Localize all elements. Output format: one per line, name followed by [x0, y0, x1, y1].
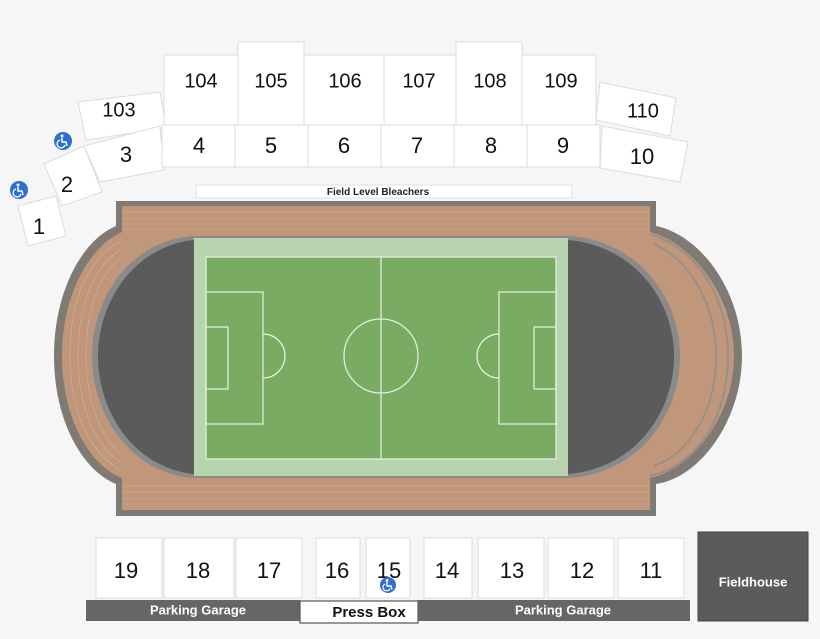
section-13[interactable]: 13	[477, 537, 545, 599]
section-8[interactable]: 8	[453, 124, 528, 168]
section-107-label: 107	[402, 70, 435, 92]
section-5[interactable]: 5	[234, 124, 309, 168]
press-box-label: Press Box	[332, 604, 406, 621]
section-110[interactable]: 110	[595, 81, 677, 137]
section-3[interactable]: 3	[83, 125, 165, 183]
parking-garage-left[interactable]: Parking Garage	[86, 600, 300, 621]
section-10-label: 10	[630, 144, 654, 169]
press-box[interactable]: Press Box	[299, 600, 419, 624]
section-11[interactable]: 11	[617, 537, 685, 599]
lower-north-tier: 1 2 3 4 5 6 7 8	[17, 124, 689, 247]
section-108-label: 108	[473, 70, 506, 92]
field-level-bleachers-label: Field Level Bleachers	[327, 187, 430, 198]
section-2-label: 2	[61, 172, 73, 197]
section-3-label: 3	[120, 142, 132, 167]
section-7-label: 7	[411, 133, 423, 158]
track-and-field	[54, 201, 742, 516]
wheelchair-icon	[10, 181, 28, 199]
wheelchair-icon	[380, 577, 396, 593]
parking-garage-right[interactable]: Parking Garage	[418, 600, 690, 621]
section-8-label: 8	[485, 133, 497, 158]
upper-tier: 103 104 105 106 107 108 109 110	[77, 41, 677, 141]
section-13-label: 13	[500, 558, 524, 583]
section-6[interactable]: 6	[307, 124, 382, 168]
section-106[interactable]: 106	[303, 54, 385, 126]
section-16-label: 16	[325, 558, 349, 583]
section-18-label: 18	[186, 558, 210, 583]
section-110-label: 110	[627, 100, 659, 122]
section-17[interactable]: 17	[235, 537, 303, 599]
section-107[interactable]: 107	[383, 54, 457, 126]
parking-garage-right-label: Parking Garage	[515, 602, 611, 617]
section-12[interactable]: 12	[547, 537, 615, 599]
wheelchair-icon	[54, 132, 72, 150]
section-109-label: 109	[544, 70, 577, 92]
section-1[interactable]: 1	[17, 195, 67, 247]
parking-garage-left-label: Parking Garage	[150, 602, 246, 617]
field-level-bleachers[interactable]: Field Level Bleachers	[195, 184, 573, 199]
section-4[interactable]: 4	[161, 124, 236, 168]
section-11-label: 11	[640, 558, 663, 583]
south-tier: 19 18 17 16 15 14 13 12	[95, 537, 685, 599]
section-12-label: 12	[570, 558, 594, 583]
section-1-label: 1	[33, 214, 45, 239]
section-9-label: 9	[557, 133, 569, 158]
section-14[interactable]: 14	[423, 537, 473, 599]
section-2[interactable]: 2	[43, 145, 103, 207]
section-19[interactable]: 19	[95, 537, 163, 599]
section-105[interactable]: 105	[237, 41, 305, 126]
section-19-label: 19	[114, 558, 138, 583]
section-17-label: 17	[257, 558, 281, 583]
section-9[interactable]: 9	[526, 124, 601, 168]
fieldhouse[interactable]: Fieldhouse	[697, 531, 809, 622]
section-6-label: 6	[338, 133, 350, 158]
section-109[interactable]: 109	[521, 54, 597, 126]
section-4-label: 4	[193, 133, 205, 158]
section-108[interactable]: 108	[455, 41, 523, 126]
section-18[interactable]: 18	[163, 537, 235, 599]
section-14-label: 14	[435, 558, 459, 583]
section-104[interactable]: 104	[163, 54, 239, 126]
section-103-label: 103	[102, 99, 135, 121]
section-105-label: 105	[254, 70, 287, 92]
section-10[interactable]: 10	[599, 125, 689, 183]
section-5-label: 5	[265, 133, 277, 158]
section-16[interactable]: 16	[315, 537, 361, 599]
section-106-label: 106	[328, 70, 361, 92]
fieldhouse-label: Fieldhouse	[719, 574, 788, 589]
section-7[interactable]: 7	[380, 124, 455, 168]
section-104-label: 104	[184, 70, 217, 92]
